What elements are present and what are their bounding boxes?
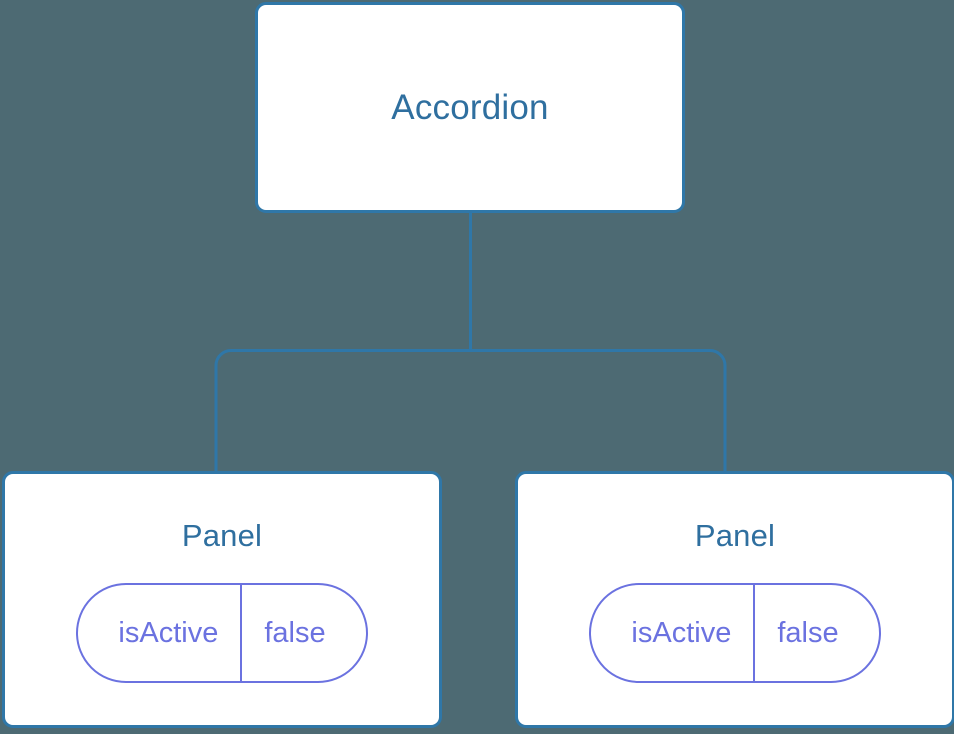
state-pill-right-key: isActive [591,585,756,681]
state-pill-left[interactable]: isActive false [76,583,368,683]
node-accordion-title: Accordion [391,88,549,127]
node-accordion[interactable]: Accordion [255,2,685,213]
state-pill-left-key: isActive [78,585,243,681]
node-panel-left[interactable]: Panel isActive false [2,471,442,728]
state-pill-right-value: false [777,616,839,649]
node-panel-right[interactable]: Panel isActive false [515,471,954,728]
state-pill-left-value: false [264,616,326,649]
node-panel-right-title: Panel [694,518,776,553]
connector-branch-right [470,349,727,472]
node-panel-left-title: Panel [181,518,263,553]
state-pill-right[interactable]: isActive false [589,583,881,683]
connector-branch-left [214,349,471,472]
